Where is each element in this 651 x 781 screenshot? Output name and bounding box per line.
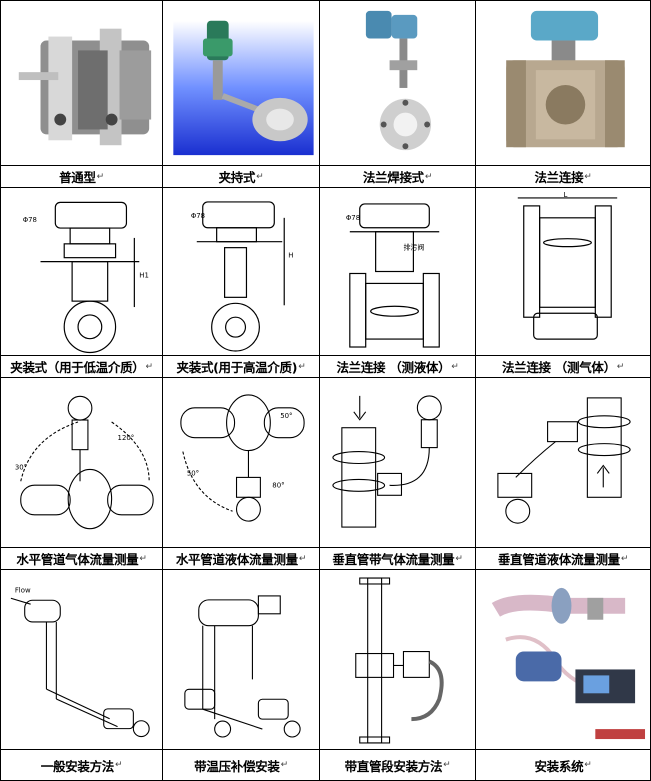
photo-standard-type: [0, 0, 163, 166]
drawing-vertical-liquid: [476, 378, 651, 548]
drawing-vertical-gas: [320, 378, 476, 548]
photo-flange-connection: [476, 0, 651, 166]
temp-pressure-comp-drawing: [184, 595, 301, 738]
straight-pipe-install-drawing: [355, 577, 444, 744]
general-install-drawing: Flow: [10, 586, 150, 738]
svg-text:80°: 80°: [272, 481, 284, 489]
svg-text:排污阀: 排污阀: [403, 243, 424, 252]
caption-clamp-type: 夹持式↵: [163, 166, 320, 188]
caption-temp-pressure-comp: 带温压补偿安装↵: [163, 750, 320, 781]
caption-clamp-low-temp: 夹装式（用于低温介质）↵: [0, 356, 163, 378]
horizontal-gas-drawing: 120° 30°: [15, 395, 154, 530]
svg-text:Φ78: Φ78: [23, 216, 37, 224]
drawing-straight-pipe-install: [320, 570, 476, 750]
drawing-flange-liquid: Φ78 排污阀: [320, 188, 476, 356]
photo-clamp-type: [163, 0, 320, 166]
flange-gas-drawing: L: [517, 191, 618, 340]
caption-install-system: 安装系统↵: [476, 750, 651, 781]
caption-vertical-liquid: 垂直管道液体流量测量↵: [476, 548, 651, 570]
caption-flange-gas: 法兰连接 （测气体）↵: [476, 356, 651, 378]
svg-text:Flow: Flow: [15, 586, 31, 594]
drawing-clamp-high-temp: Φ78 H: [163, 188, 320, 356]
caption-straight-pipe-install: 带直管段安装方法↵: [320, 750, 476, 781]
flange-welded-photo: [365, 10, 432, 151]
flange-liquid-drawing: Φ78 排污阀: [346, 203, 440, 348]
caption-flange-welded-type: 法兰焊接式↵: [320, 166, 476, 188]
wedge-meter-photo: [1, 1, 162, 165]
drawing-clamp-low-temp: Φ78 H1: [0, 188, 163, 356]
flange-connection-photo: [506, 10, 625, 148]
svg-text:H1: H1: [139, 271, 149, 279]
clamp-low-temp-drawing: Φ78 H1: [23, 201, 149, 354]
caption-horizontal-gas: 水平管道气体流量测量↵: [0, 548, 163, 570]
drawing-flange-gas: L: [476, 188, 651, 356]
photo-install-system: [476, 570, 651, 750]
install-system-illustration: [491, 587, 646, 740]
drawing-horizontal-liquid: 50° 50° 80°: [163, 378, 320, 548]
caption-clamp-high-temp: 夹装式(用于高温介质)↵: [163, 356, 320, 378]
drawing-general-install: Flow: [0, 570, 163, 750]
photo-flange-welded-type: [320, 0, 476, 166]
caption-horizontal-liquid: 水平管道液体流量测量↵: [163, 548, 320, 570]
caption-flange-liquid: 法兰连接 （测液体）↵: [320, 356, 476, 378]
caption-vertical-gas: 垂直管带气体流量测量↵: [320, 548, 476, 570]
svg-text:L: L: [563, 191, 567, 199]
horizontal-liquid-drawing: 50° 50° 80°: [180, 394, 305, 522]
drawing-temp-pressure-comp: [163, 570, 320, 750]
svg-text:50°: 50°: [187, 469, 199, 477]
vertical-liquid-drawing: [497, 397, 631, 524]
drawing-horizontal-gas: 120° 30°: [0, 378, 163, 548]
svg-text:Φ78: Φ78: [191, 212, 205, 220]
svg-text:H: H: [288, 252, 293, 260]
caption-standard-type: 普通型↵: [0, 166, 163, 188]
svg-text:Φ78: Φ78: [346, 214, 360, 222]
caption-general-install: 一般安装方法↵: [0, 750, 163, 781]
caption-flange-connection: 法兰连接↵: [476, 166, 651, 188]
vertical-gas-drawing: [332, 395, 442, 528]
svg-text:30°: 30°: [15, 463, 27, 471]
svg-text:50°: 50°: [280, 412, 292, 420]
clamp-high-temp-drawing: Φ78 H: [191, 201, 293, 352]
clamp-meter-photo: [173, 20, 314, 156]
svg-text:120°: 120°: [118, 434, 135, 442]
